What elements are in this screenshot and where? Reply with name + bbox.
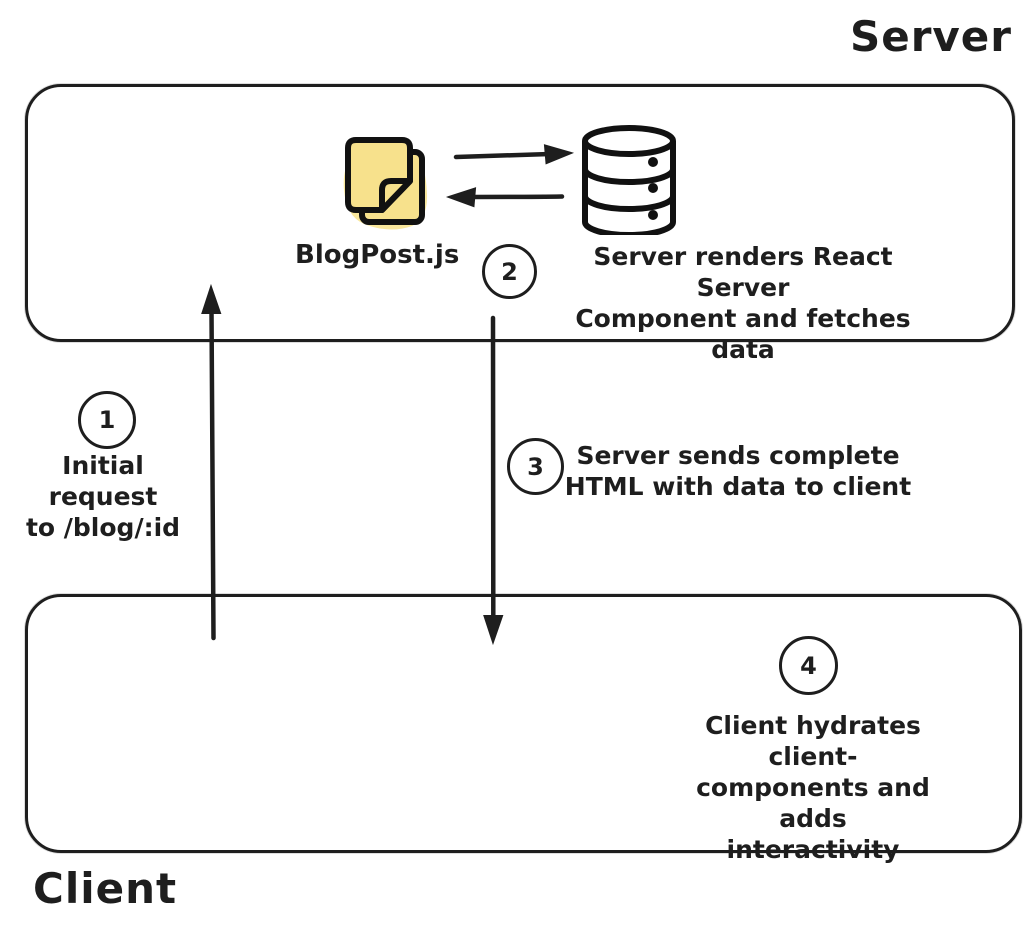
client-box xyxy=(25,594,1022,853)
step-1-line-1: Initial request xyxy=(48,451,158,511)
step-1-text: Initial request to /blog/:id xyxy=(5,450,201,543)
step-3-badge: 3 xyxy=(507,438,564,495)
step-3-line-1: Server sends complete xyxy=(576,441,900,470)
step-2-line-1: Server renders React Server xyxy=(593,242,893,302)
step-4-text: Client hydrates client- components and a… xyxy=(660,710,966,865)
blogpost-file-label: BlogPost.js xyxy=(295,240,460,270)
step-4-line-1: Client hydrates client- xyxy=(705,711,921,771)
database-dot-2 xyxy=(648,183,658,193)
step-2-badge: 2 xyxy=(482,244,537,299)
step-2-text: Server renders React Server Component an… xyxy=(550,241,936,365)
step-3-text: Server sends complete HTML with data to … xyxy=(552,440,924,502)
step-1-number: 1 xyxy=(98,406,116,434)
database-divider-1 xyxy=(582,168,676,185)
step-3-number: 3 xyxy=(527,452,544,481)
blogpost-file-icon xyxy=(343,137,428,230)
database-dot-3 xyxy=(648,210,658,220)
step-4-number: 4 xyxy=(800,651,817,680)
database-top xyxy=(582,125,676,157)
step-1-badge: 1 xyxy=(78,391,136,449)
database-icon xyxy=(582,125,676,235)
server-box xyxy=(25,84,1015,342)
file-icon-fold xyxy=(379,178,413,213)
step-1-line-2: to /blog/:id xyxy=(25,513,181,542)
step-3-line-2: HTML with data to client xyxy=(564,472,912,501)
database-dot-1 xyxy=(648,157,658,167)
client-region-label: Client xyxy=(33,864,178,913)
step-4-badge: 4 xyxy=(779,636,838,695)
database-divider-2 xyxy=(582,195,676,212)
step-4-line-2: components and adds xyxy=(696,773,930,833)
step-2-number: 2 xyxy=(501,257,518,286)
step-2-line-2: Component and fetches data xyxy=(575,304,911,364)
server-region-label: Server xyxy=(849,12,1012,61)
step-4-line-3: interactivity xyxy=(726,835,900,864)
